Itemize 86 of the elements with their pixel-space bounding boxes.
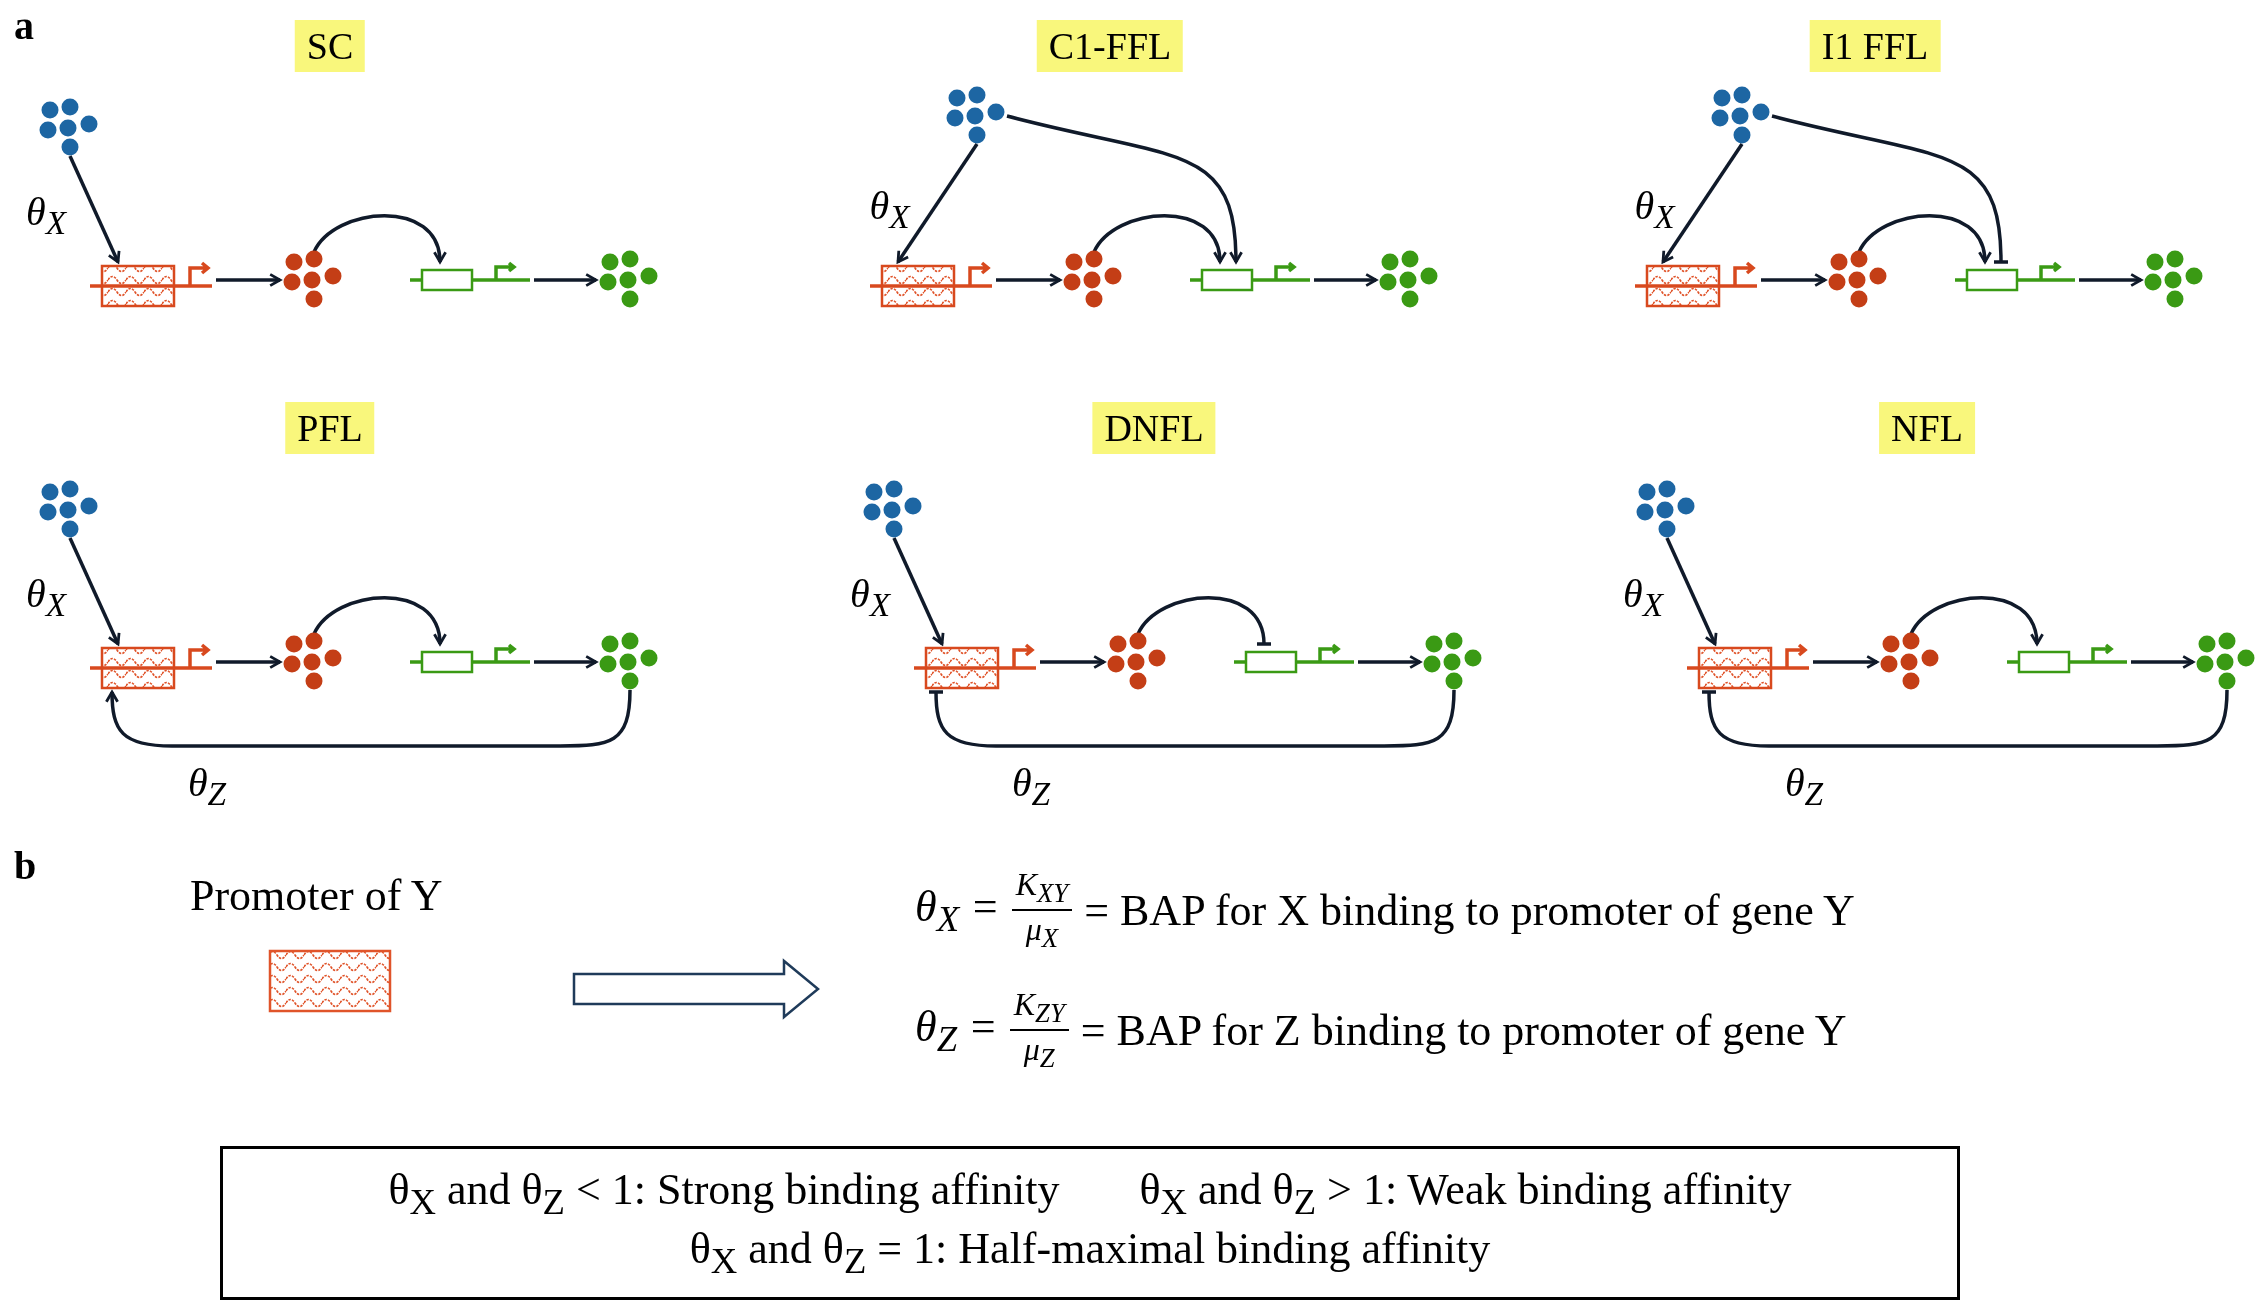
arrow [1358, 655, 1422, 669]
arrow [1661, 143, 1744, 264]
arrow [1857, 214, 1991, 264]
arrow [996, 273, 1062, 287]
gene-drawing [410, 644, 530, 674]
edge-label: θ$_{X}$ [869, 182, 910, 236]
fraction-numerator: K$_{XY}$ [1011, 865, 1073, 911]
molecule-cluster-icon [864, 482, 924, 538]
molecule-cluster-icon [600, 252, 660, 308]
arrow [1314, 273, 1378, 287]
arrow [312, 214, 446, 264]
molecule-cluster-icon [1064, 252, 1124, 308]
block-arrow [572, 958, 820, 1020]
motif-label: NFL [1879, 402, 1975, 454]
arrow [1813, 655, 1879, 669]
arrow [1761, 273, 1827, 287]
edge-label: θ$_{Z}$ [187, 759, 227, 813]
molecule-cluster-icon [600, 634, 660, 690]
molecule-cluster-icon [1637, 482, 1697, 538]
motif-label: I1 FFL [1809, 20, 1941, 72]
gene-drawing [870, 262, 992, 308]
gene-drawing [914, 644, 1036, 690]
arrow [68, 537, 121, 646]
arrow [534, 273, 598, 287]
arrow [216, 273, 282, 287]
edge-label: θ$_{Z}$ [1784, 759, 1824, 813]
molecule-cluster-icon [947, 88, 1007, 144]
note-box [220, 1146, 1960, 1300]
gene-drawing [1635, 262, 1757, 308]
fraction-denominator: μ$_{X}$ [1025, 911, 1059, 955]
gene-drawing [1955, 262, 2075, 292]
arrow [892, 537, 945, 646]
equation-text: θ$_{Z}$ = [915, 1000, 998, 1060]
motif-label: SC [294, 20, 366, 72]
molecule-cluster-icon [284, 634, 344, 690]
equation-text: θ$_{X}$ = [915, 880, 1000, 940]
molecule-cluster-icon [1881, 634, 1941, 690]
molecule-cluster-icon [1424, 634, 1484, 690]
edge-label: θ$_{Z}$ [1011, 759, 1051, 813]
molecule-cluster-icon [40, 482, 100, 538]
panel-letter: b [14, 842, 37, 889]
arrow [534, 655, 598, 669]
arrow [2131, 655, 2195, 669]
gene-drawing [90, 262, 212, 308]
gene-drawing [1190, 262, 1310, 292]
gene-drawing [90, 644, 212, 690]
arrow [216, 655, 282, 669]
note-text: θ$_{X}$ and θ$_{Z}$ = 1: Half-maximal binding affinity [689, 1223, 1491, 1282]
note-text: θ$_{X}$ and θ$_{Z}$ > 1: Weak binding affinity [1139, 1164, 1792, 1223]
arrow [68, 155, 121, 264]
edge-label: θ$_{X}$ [26, 188, 66, 242]
motif-label: C1-FFL [1036, 20, 1184, 72]
arrow [1665, 537, 1718, 646]
gene-drawing [1234, 644, 1354, 674]
gene-drawing [1687, 644, 1809, 690]
arrow [105, 689, 632, 748]
equation-text: = BAP for X binding to promoter of gene Y [1084, 884, 1855, 936]
arrow [1006, 114, 1243, 264]
arrow [1040, 655, 1106, 669]
gene-drawing [410, 262, 530, 292]
equation-text: = BAP for Z binding to promoter of gene Y [1080, 1004, 1847, 1056]
arrow [2079, 273, 2143, 287]
arrow [1092, 214, 1226, 264]
molecule-cluster-icon [1380, 252, 1440, 308]
molecule-cluster-icon [1712, 88, 1772, 144]
molecule-cluster-icon [1108, 634, 1168, 690]
arrow [896, 143, 979, 264]
edge-label: θ$_{X}$ [1623, 570, 1663, 624]
edge-label: θ$_{X}$ [26, 570, 66, 624]
molecule-cluster-icon [40, 100, 100, 156]
molecule-cluster-icon [2197, 634, 2257, 690]
fraction-denominator: μ$_{Z}$ [1023, 1031, 1055, 1075]
motif-label: DNFL [1092, 402, 1216, 454]
gene-drawing [2007, 644, 2127, 674]
molecule-cluster-icon [1829, 252, 1889, 308]
heading-text: Promoter of Y [190, 870, 443, 921]
molecule-cluster-icon [2145, 252, 2205, 308]
motif-label: PFL [285, 402, 375, 454]
molecule-cluster-icon [284, 252, 344, 308]
arrow [312, 596, 446, 646]
arrow [1909, 596, 2043, 646]
edge-label: θ$_{X}$ [850, 570, 890, 624]
edge-label: θ$_{X}$ [1634, 182, 1675, 236]
note-text: θ$_{X}$ and θ$_{Z}$ < 1: Strong binding affinity [388, 1164, 1060, 1223]
fraction-numerator: K$_{ZY}$ [1009, 985, 1069, 1031]
panel-letter: a [14, 2, 34, 49]
